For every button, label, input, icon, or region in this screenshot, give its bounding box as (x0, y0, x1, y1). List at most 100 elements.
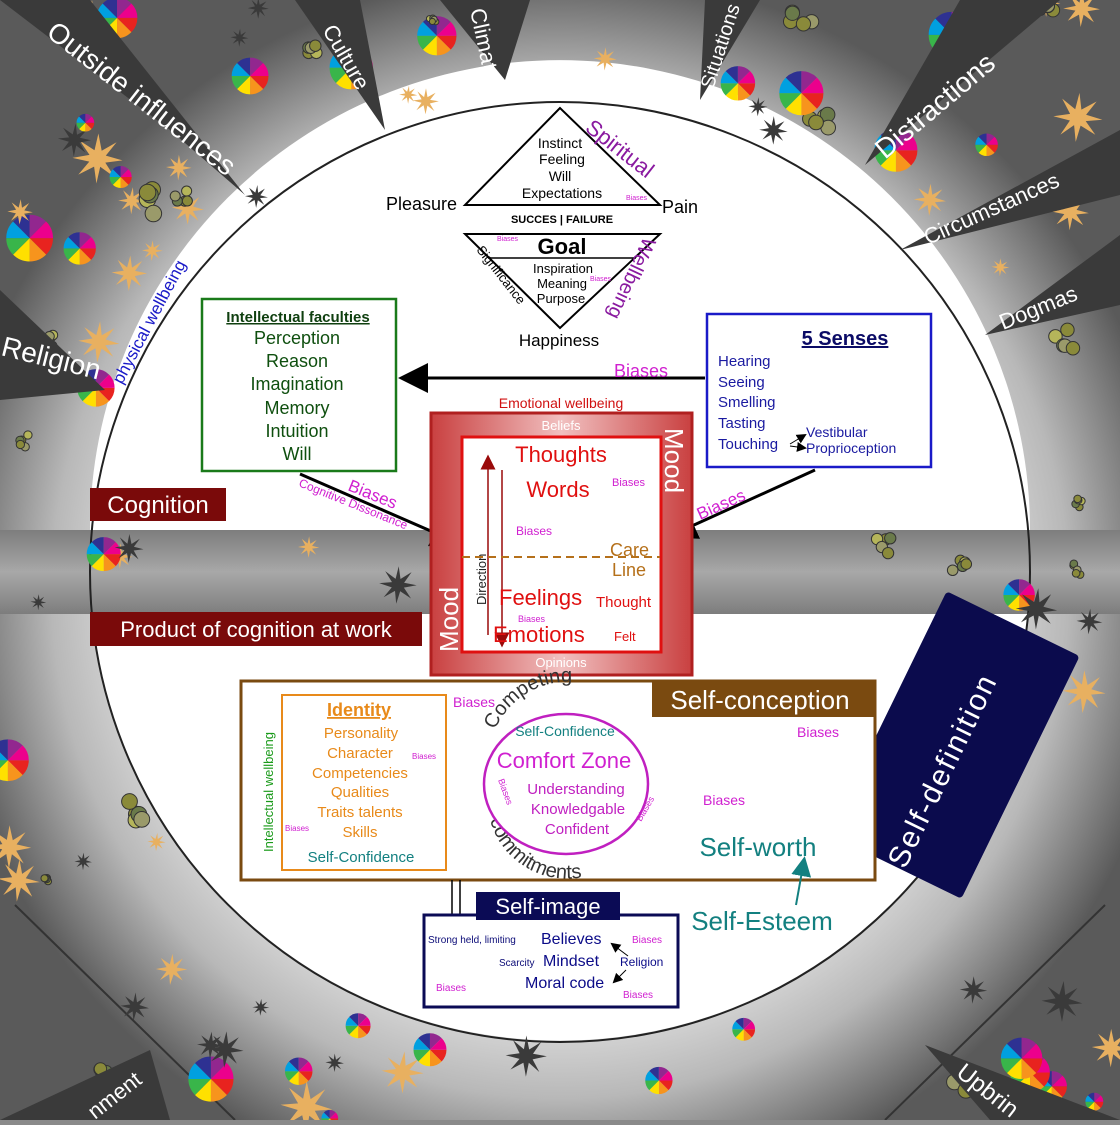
mood-biases-3: Biases (518, 614, 546, 624)
self-image-title-bg (476, 892, 620, 920)
star-icon (197, 1031, 225, 1059)
comfort-title: Comfort Zone (497, 748, 632, 773)
goal-biases: Biases (497, 236, 519, 243)
goal-biases-2: Biases (590, 276, 612, 283)
label-predisposed: predisposed (530, 75, 661, 102)
intellectual-list: Perception Reason Imagination Memory Int… (250, 328, 343, 464)
tri-line-3: Will (549, 168, 572, 184)
star-icon (111, 255, 147, 291)
star-icon (147, 832, 166, 852)
sense-item: Smelling (718, 394, 776, 411)
star-icon (1062, 670, 1106, 714)
identity-item: Competencies (312, 765, 408, 782)
label-intellectual-wellbeing: Intellectual wellbeing (261, 732, 276, 852)
self-esteem-arrow (791, 856, 812, 906)
comfort-line-1: Understanding (527, 781, 625, 798)
top-triangle (462, 106, 663, 206)
color-wheel-icon (231, 57, 269, 95)
cluster-icon (802, 106, 837, 136)
star-icon (1015, 588, 1058, 630)
label-believes: Believes (541, 931, 601, 948)
star-icon (7, 199, 33, 225)
spike-dogmas (985, 235, 1120, 335)
tri-line-1: Instinct (538, 135, 582, 151)
religion-to-moral-arrow (612, 969, 627, 984)
faculty-item: Perception (254, 328, 340, 348)
label-self-conception: Self-conception (670, 685, 849, 715)
star-icon (252, 998, 270, 1016)
faculty-item: Will (283, 444, 312, 464)
sense-item: Touching (718, 436, 778, 453)
color-wheel-icon (975, 133, 998, 157)
star-icon (166, 154, 192, 181)
star-icon (230, 28, 249, 47)
color-wheel-icon (284, 1057, 313, 1085)
goal-line-2: Meaning (537, 276, 587, 291)
goal-line-3: Purpose (537, 291, 585, 306)
star-icon (298, 536, 320, 558)
identity-box (281, 694, 447, 871)
color-wheel-icon (63, 232, 96, 265)
color-wheel-icon (86, 537, 121, 572)
label-emotions: Emotions (493, 622, 585, 647)
self-conception-title-bg (652, 681, 875, 717)
star-icon (759, 116, 788, 145)
cluster-icon (15, 430, 33, 452)
star-icon (1053, 92, 1103, 142)
cluster-icon (302, 39, 323, 60)
color-wheel-icon (1000, 1037, 1043, 1080)
color-wheel-icon (6, 214, 53, 262)
color-wheel-icon (732, 1017, 756, 1041)
label-product: Product of cognition at work (120, 617, 392, 642)
star-icon (991, 258, 1010, 277)
label-strong-held: Strong held, limiting (428, 935, 516, 946)
tri-line-2: Feeling (539, 151, 585, 167)
color-wheel-icon (109, 165, 132, 189)
intellectual-faculties-box (200, 297, 398, 473)
label-cognition: Cognition (107, 492, 208, 519)
star-icon (412, 88, 439, 115)
mood-inner-box (460, 435, 663, 654)
label-mood-right: Mood (659, 428, 689, 493)
divider-line-right (884, 904, 1106, 1121)
cluster-icon (870, 532, 897, 560)
identity-self-confidence: Self-Confidence (308, 849, 415, 866)
label-direction: Direction (474, 554, 489, 605)
label-happiness: Happiness (519, 331, 599, 350)
goal-line-1: Inspiration (533, 261, 593, 276)
star-icon (593, 47, 617, 71)
color-wheel-icon (345, 1013, 371, 1039)
star-icon (74, 852, 92, 871)
label-scarcity: Scarcity (499, 958, 535, 969)
label-feelings: Feelings (499, 585, 582, 610)
faculty-item: Imagination (250, 374, 343, 394)
spike-religion (0, 290, 105, 400)
star-icon (118, 187, 146, 215)
label-pain: Pain (662, 197, 698, 217)
star-icon (1063, 0, 1100, 27)
si-biases-a: Biases (632, 935, 662, 946)
sense-item: Seeing (718, 374, 765, 391)
comfort-line-3: Confident (545, 821, 610, 838)
arrow-senses-to-mood (666, 468, 816, 539)
comfort-line-2: Knowledgable (531, 801, 625, 818)
spike-upbringing (925, 1045, 1120, 1120)
sc-biases-a: Biases (453, 694, 495, 710)
senses-title: 5 Senses (802, 328, 889, 350)
star-icon (959, 976, 988, 1004)
cluster-icon (1069, 559, 1085, 579)
star-icon (381, 1051, 424, 1094)
star-icon (1091, 1028, 1120, 1068)
intellectual-title: Intellectual faculties (226, 309, 369, 326)
label-opinions: Opinions (535, 655, 587, 670)
label-mood-left: Mood (434, 587, 464, 652)
vestibular-arrow (789, 433, 807, 445)
five-senses-box (705, 312, 933, 469)
identity-item: Personality (324, 725, 399, 742)
spike-situations (700, 0, 760, 100)
color-wheel-icon (413, 1033, 447, 1067)
faculty-item: Intuition (265, 421, 328, 441)
tri-line-4: Expectations (522, 185, 602, 201)
star-icon (57, 123, 91, 157)
